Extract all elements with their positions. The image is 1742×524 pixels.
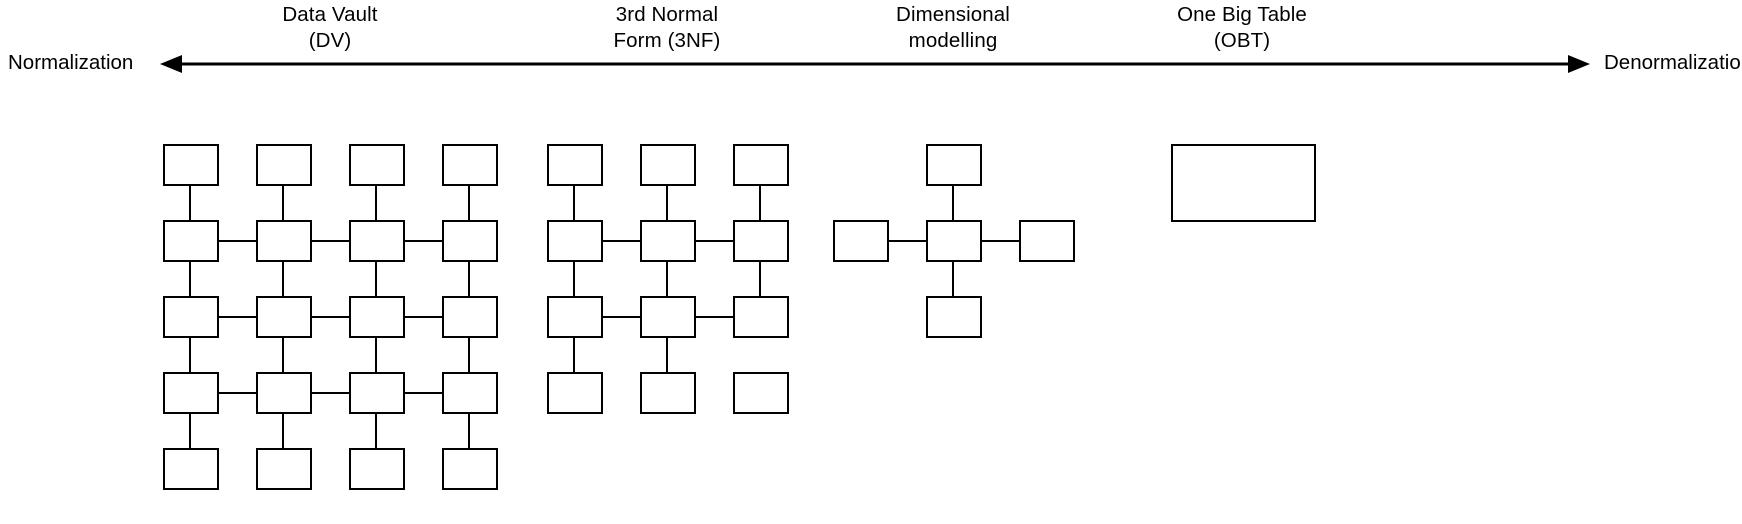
table-node[interactable] (733, 220, 789, 262)
table-node[interactable] (547, 372, 603, 414)
connector-horizontal (405, 392, 442, 395)
table-node[interactable] (163, 296, 219, 338)
connector-vertical (666, 262, 669, 296)
table-node[interactable] (349, 144, 405, 186)
axis-label-normalization: Normalization (8, 51, 134, 74)
connector-vertical (375, 338, 378, 372)
table-node[interactable] (349, 220, 405, 262)
table-node[interactable] (640, 296, 696, 338)
connector-horizontal (982, 240, 1019, 243)
connector-vertical (375, 186, 378, 220)
one-big-table-node[interactable] (1171, 144, 1316, 222)
table-node[interactable] (442, 296, 498, 338)
connector-vertical (759, 262, 762, 296)
column-label-third-normal-form: 3rd Normal Form (3NF) (613, 3, 721, 52)
table-node[interactable] (256, 448, 312, 490)
table-node[interactable] (547, 220, 603, 262)
axis-label-denormalization: Denormalization (1604, 51, 1742, 74)
table-node[interactable] (256, 372, 312, 414)
connector-horizontal (696, 240, 733, 243)
connector-vertical (759, 186, 762, 220)
table-node[interactable] (442, 448, 498, 490)
connector-horizontal (219, 392, 256, 395)
connector-vertical (468, 262, 471, 296)
column-label-data-vault: Data Vault (DV) (282, 3, 378, 52)
table-node[interactable] (163, 144, 219, 186)
table-node[interactable] (640, 220, 696, 262)
connector-horizontal (889, 240, 926, 243)
table-node[interactable] (256, 220, 312, 262)
connector-vertical (282, 414, 285, 448)
connector-vertical (375, 414, 378, 448)
table-node[interactable] (349, 296, 405, 338)
connector-vertical (573, 186, 576, 220)
connector-vertical (189, 338, 192, 372)
connector-vertical (468, 186, 471, 220)
connector-vertical (282, 186, 285, 220)
dimension-table-node[interactable] (833, 220, 889, 262)
connector-horizontal (603, 240, 640, 243)
connector-horizontal (312, 392, 349, 395)
diagram-data-vault (163, 144, 498, 524)
connector-horizontal (219, 316, 256, 319)
table-node[interactable] (163, 372, 219, 414)
connector-vertical (666, 338, 669, 372)
table-node[interactable] (733, 296, 789, 338)
connector-horizontal (219, 240, 256, 243)
connector-horizontal (312, 240, 349, 243)
diagram-one-big-table (1171, 144, 1316, 222)
table-node[interactable] (349, 448, 405, 490)
table-node[interactable] (640, 144, 696, 186)
dimension-table-node[interactable] (926, 144, 982, 186)
connector-vertical (666, 186, 669, 220)
fact-table-node[interactable] (926, 220, 982, 262)
table-node[interactable] (442, 372, 498, 414)
table-node[interactable] (442, 220, 498, 262)
table-node[interactable] (442, 144, 498, 186)
connector-vertical (189, 414, 192, 448)
connector-horizontal (696, 316, 733, 319)
connector-vertical (375, 262, 378, 296)
table-node[interactable] (163, 448, 219, 490)
connector-vertical (573, 338, 576, 372)
connector-horizontal (603, 316, 640, 319)
table-node[interactable] (256, 144, 312, 186)
connector-vertical (468, 338, 471, 372)
double-headed-arrow-icon (160, 52, 1590, 76)
table-node[interactable] (640, 372, 696, 414)
column-label-dimensional-modelling: Dimensional modelling (896, 3, 1010, 52)
column-label-one-big-table: One Big Table (OBT) (1177, 3, 1307, 52)
connector-vertical (282, 338, 285, 372)
dimension-table-node[interactable] (926, 296, 982, 338)
connector-horizontal (405, 240, 442, 243)
connector-vertical (189, 186, 192, 220)
connector-vertical (952, 186, 955, 220)
table-node[interactable] (547, 144, 603, 186)
connector-vertical (189, 262, 192, 296)
table-node[interactable] (733, 372, 789, 414)
table-node[interactable] (163, 220, 219, 262)
diagram-third-normal-form (547, 144, 792, 414)
connector-horizontal (405, 316, 442, 319)
table-node[interactable] (733, 144, 789, 186)
diagram-dimensional-modelling (833, 144, 1078, 338)
table-node[interactable] (547, 296, 603, 338)
connector-vertical (468, 414, 471, 448)
dimension-table-node[interactable] (1019, 220, 1075, 262)
connector-vertical (573, 262, 576, 296)
connector-vertical (282, 262, 285, 296)
table-node[interactable] (256, 296, 312, 338)
table-node[interactable] (349, 372, 405, 414)
connector-horizontal (312, 316, 349, 319)
connector-vertical (952, 262, 955, 296)
